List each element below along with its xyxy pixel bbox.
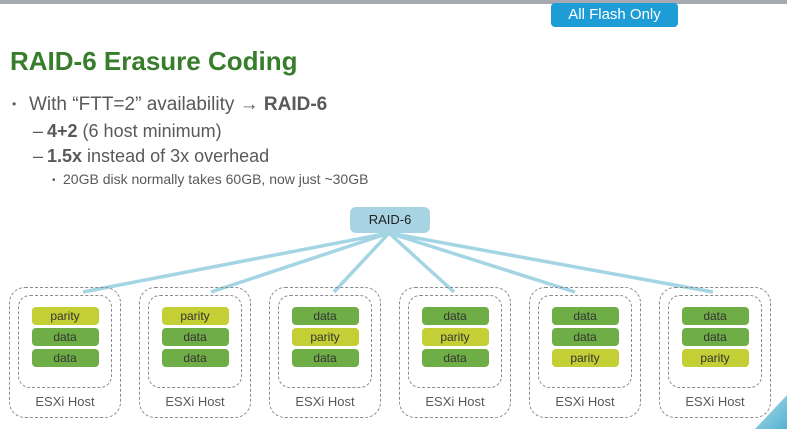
- bullet-text: 4+2 (6 host minimum): [47, 121, 222, 141]
- page-title: RAID-6 Erasure Coding: [10, 46, 298, 76]
- dash-marker: –: [33, 146, 44, 166]
- esxi-host-label: ESXi Host: [425, 394, 485, 409]
- host-disk-group: data data parity: [538, 295, 632, 388]
- data-block: data: [551, 307, 619, 325]
- esxi-host-label: ESXi Host: [295, 394, 355, 409]
- data-block: data: [291, 307, 359, 325]
- data-block: data: [161, 349, 229, 367]
- parity-block: parity: [421, 328, 489, 346]
- esxi-host-label: ESXi Host: [35, 394, 95, 409]
- data-block: data: [681, 307, 749, 325]
- bullet-marker: •: [52, 175, 56, 186]
- data-block: data: [421, 349, 489, 367]
- bullet-disk-example: • 20GB disk normally takes 60GB, now jus…: [52, 171, 368, 187]
- data-block: data: [681, 328, 749, 346]
- host-disk-group: parity data data: [18, 295, 112, 388]
- esxi-host-label: ESXi Host: [555, 394, 615, 409]
- dash-marker: –: [33, 121, 44, 141]
- data-block: data: [31, 328, 99, 346]
- data-block: data: [31, 349, 99, 367]
- host-disk-group: data data parity: [668, 295, 762, 388]
- parity-block: parity: [681, 349, 749, 367]
- top-edge-bar: [0, 0, 787, 4]
- host-disk-group: data parity data: [278, 295, 372, 388]
- bullet-ftt2: • With “FTT=2” availability → RAID-6: [12, 94, 327, 116]
- esxi-host-label: ESXi Host: [165, 394, 225, 409]
- all-flash-badge: All Flash Only: [551, 3, 678, 27]
- parity-block: parity: [31, 307, 99, 325]
- data-block: data: [421, 307, 489, 325]
- bullet-text: 1.5x instead of 3x overhead: [47, 146, 270, 166]
- parity-block: parity: [551, 349, 619, 367]
- data-block: data: [161, 328, 229, 346]
- bullet-overhead: – 1.5x instead of 3x overhead: [33, 146, 269, 167]
- bullet-hosts-minimum: – 4+2 (6 host minimum): [33, 121, 222, 142]
- parity-block: parity: [291, 328, 359, 346]
- raid6-node: RAID-6: [350, 207, 430, 233]
- bullet-text: With “FTT=2” availability → RAID-6: [29, 94, 328, 115]
- bullet-marker: •: [12, 97, 17, 111]
- host-disk-group: data parity data: [408, 295, 502, 388]
- arrow-glyph: →: [239, 94, 264, 115]
- esxi-host-label: ESXi Host: [685, 394, 745, 409]
- data-block: data: [551, 328, 619, 346]
- parity-block: parity: [161, 307, 229, 325]
- host-disk-group: parity data data: [148, 295, 242, 388]
- bullet-text: 20GB disk normally takes 60GB, now just …: [63, 171, 369, 187]
- data-block: data: [291, 349, 359, 367]
